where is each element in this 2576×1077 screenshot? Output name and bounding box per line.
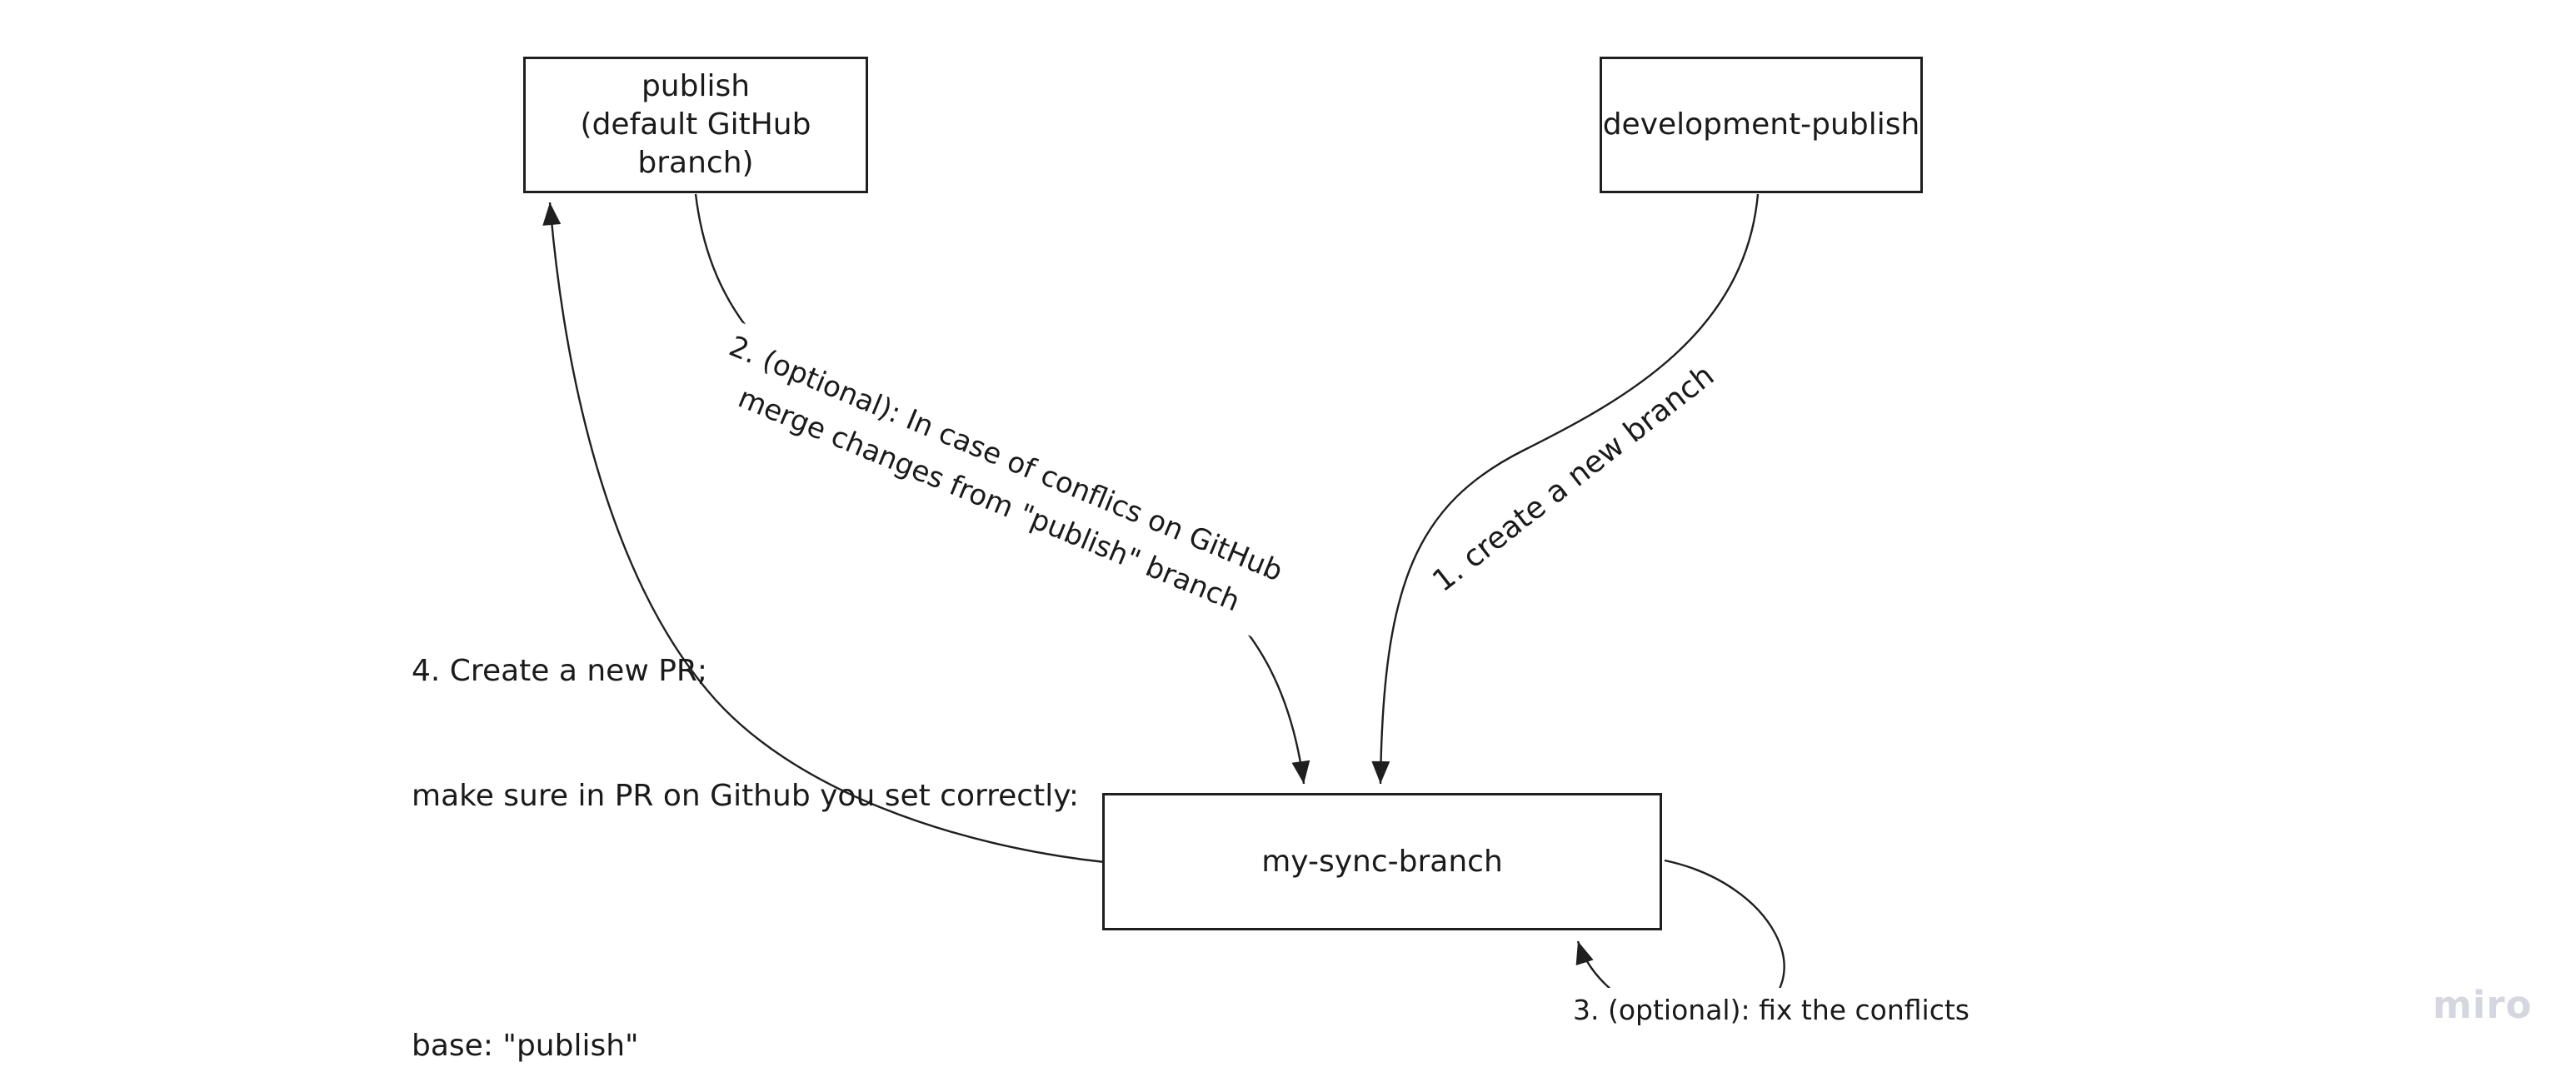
shape-development-publish-branch[interactable]: development-publish (1600, 57, 1923, 193)
note-line-1: 4. Create a new PR; (412, 654, 708, 688)
my-sync-branch-box-label: my-sync-branch (1261, 844, 1503, 879)
shape-publish-branch[interactable]: publish (default GitHub branch) (523, 57, 868, 193)
edge-3-label-fix-conflicts[interactable]: 3. (optional): fix the conflicts (1563, 988, 1980, 1036)
edge-4-connector-arrow[interactable] (542, 202, 1106, 864)
development-publish-box-label: development-publish (1602, 107, 1920, 142)
note-line-4: base: "publish" (412, 1029, 639, 1063)
edge-1-connector-arrow[interactable] (1371, 193, 1760, 785)
publish-box-label-line2: (default GitHub branch) (580, 107, 811, 180)
publish-box-label-line1: publish (641, 69, 751, 103)
note-create-new-pr[interactable]: 4. Create a new PR; make sure in PR on G… (412, 567, 1079, 1077)
note-line-2: make sure in PR on Github you set correc… (412, 779, 1080, 813)
note-line-3 (412, 900, 1079, 942)
miro-logo-watermark: miro (2433, 983, 2533, 1027)
shape-my-sync-branch[interactable]: my-sync-branch (1102, 793, 1662, 930)
